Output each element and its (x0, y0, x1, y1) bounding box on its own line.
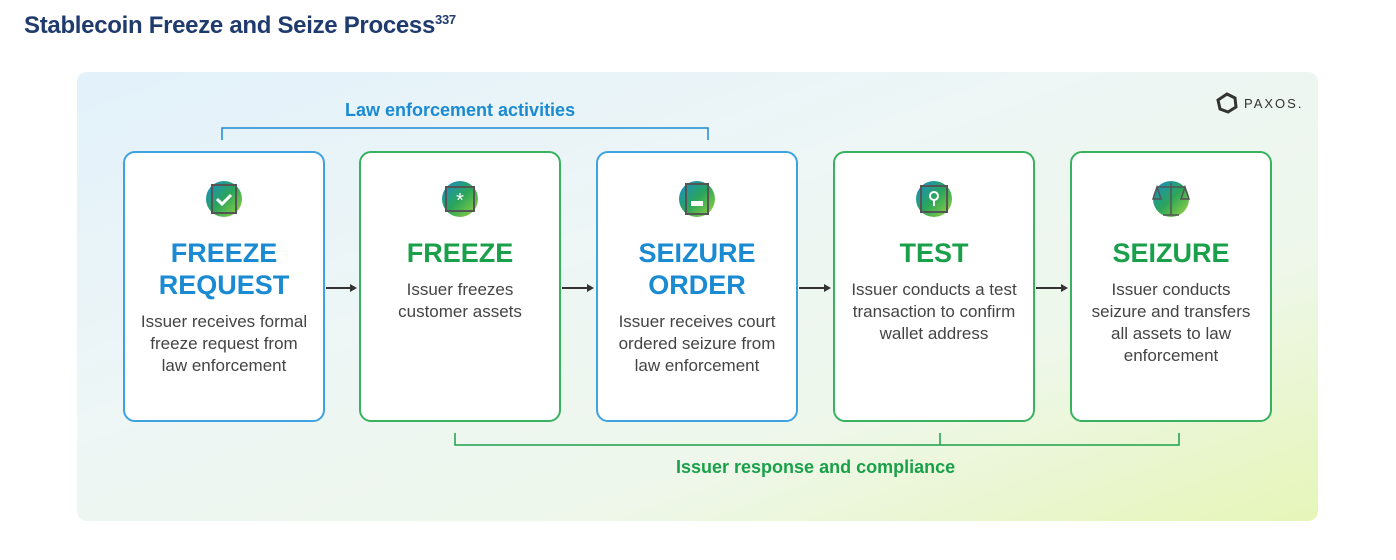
step-description: Issuer freezes customer assets (398, 280, 522, 321)
clipboard-check-icon (202, 177, 246, 221)
step-card-3: SEIZURE ORDER Issuer receives court orde… (596, 151, 798, 422)
step-heading: SEIZURE (1112, 238, 1230, 268)
arrow-right (799, 282, 831, 294)
step-card-5: SEIZURE Issuer conducts seizure and tran… (1070, 151, 1272, 422)
step-heading: TEST (899, 238, 969, 268)
scales-icon (1149, 177, 1193, 221)
step-heading: FREEZE REQUEST (158, 238, 290, 300)
wallet-freeze-icon: * (438, 177, 482, 221)
step-heading: SEIZURE ORDER (638, 238, 756, 300)
arrow-right (562, 282, 594, 294)
document-stamp-icon (675, 177, 719, 221)
step-card-4: TEST Issuer conducts a test transaction … (833, 151, 1035, 422)
step-heading: FREEZE (406, 238, 514, 268)
step-card-1: FREEZE REQUEST Issuer receives formal fr… (123, 151, 325, 422)
arrow-right (1036, 282, 1068, 294)
step-description: Issuer receives court ordered seizure fr… (618, 312, 776, 375)
title-text: Stablecoin Freeze and Seize Process (24, 12, 436, 39)
step-description: Issuer conducts seizure and transfers al… (1091, 280, 1251, 365)
page-title: Stablecoin Freeze and Seize Process337 (24, 12, 456, 40)
step-description: Issuer conducts a test transaction to co… (851, 280, 1017, 343)
footnote: 337 (435, 12, 456, 27)
step-description: Issuer receives formal freeze request fr… (140, 312, 308, 375)
logo-text: PAXOS. (1244, 95, 1304, 111)
law-enforcement-label: Law enforcement activities (345, 100, 576, 120)
keyhole-icon (912, 177, 956, 221)
svg-text:*: * (456, 190, 464, 212)
arrow-right (326, 282, 357, 294)
top-bracket (221, 127, 709, 140)
step-card-2: * FREEZE Issuer freezes customer assets (359, 151, 561, 422)
issuer-response-label: Issuer response and compliance (676, 457, 956, 477)
paxos-logo: PAXOS. (1216, 92, 1303, 114)
paxos-logo-icon (1216, 92, 1238, 114)
bottom-bracket (454, 433, 1180, 446)
